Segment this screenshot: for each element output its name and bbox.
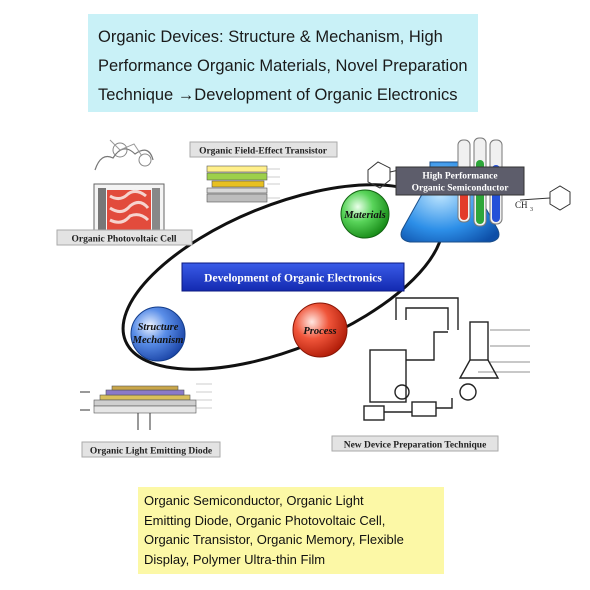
- footer-line-4: Display, Polymer Ultra-thin Film: [144, 551, 326, 567]
- footer-line-3: Organic Transistor, Organic Memory, Flex…: [144, 532, 404, 547]
- footer-line-1: Organic Semiconductor, Organic Light: [144, 493, 364, 508]
- apparatus-illustration: [363, 297, 530, 421]
- ofet-label-panel: Organic Field-Effect Transistor: [189, 141, 338, 158]
- oled-illustration: [80, 383, 212, 430]
- ofet-label: Organic Field-Effect Transistor: [199, 147, 328, 157]
- apparatus-label: New Device Preparation Technique: [344, 441, 487, 451]
- semiconductor-label-panel: High Performance Organic Semiconductor: [395, 166, 525, 196]
- center-title: Development of Organic Electronics: [204, 273, 382, 285]
- process-node: Process: [292, 302, 348, 358]
- header-box: Organic Devices: Structure & Mechanism, …: [88, 14, 478, 112]
- footer-line-2: Emitting Diode, Organic Photovoltaic Cel…: [144, 512, 386, 528]
- ofet-illustration: [206, 165, 280, 203]
- oled-label: Organic Light Emitting Diode: [90, 447, 212, 457]
- semiconductor-label-2: Organic Semiconductor: [412, 184, 510, 194]
- apparatus-label-panel: New Device Preparation Technique: [331, 435, 499, 452]
- opv-illustration: [93, 139, 165, 235]
- materials-node: Materials: [340, 189, 390, 239]
- center-banner: Development of Organic Electronics: [181, 262, 405, 292]
- footer-box: Organic Semiconductor, Organic Light Emi…: [138, 487, 444, 574]
- opv-label-panel: Organic Photovoltaic Cell: [56, 229, 193, 246]
- oled-label-panel: Organic Light Emitting Diode: [81, 441, 221, 458]
- header-line-1: Organic Devices: Structure & Mechanism, …: [98, 28, 443, 46]
- semiconductor-label-1: High Performance: [422, 172, 497, 182]
- structure-label-1: Structure: [138, 322, 179, 333]
- process-label: Process: [303, 326, 336, 337]
- header-line-2: Performance Organic Materials, Novel Pre…: [98, 57, 468, 75]
- structure-node: Structure Mechanism: [130, 306, 186, 362]
- structure-label-2: Mechanism: [132, 335, 184, 346]
- opv-label: Organic Photovoltaic Cell: [71, 235, 176, 245]
- header-line-3: Technique →Development of Organic Electr…: [98, 86, 458, 104]
- svg-text:3: 3: [530, 207, 533, 213]
- materials-label: Materials: [343, 210, 385, 221]
- svg-text:CH: CH: [515, 200, 528, 210]
